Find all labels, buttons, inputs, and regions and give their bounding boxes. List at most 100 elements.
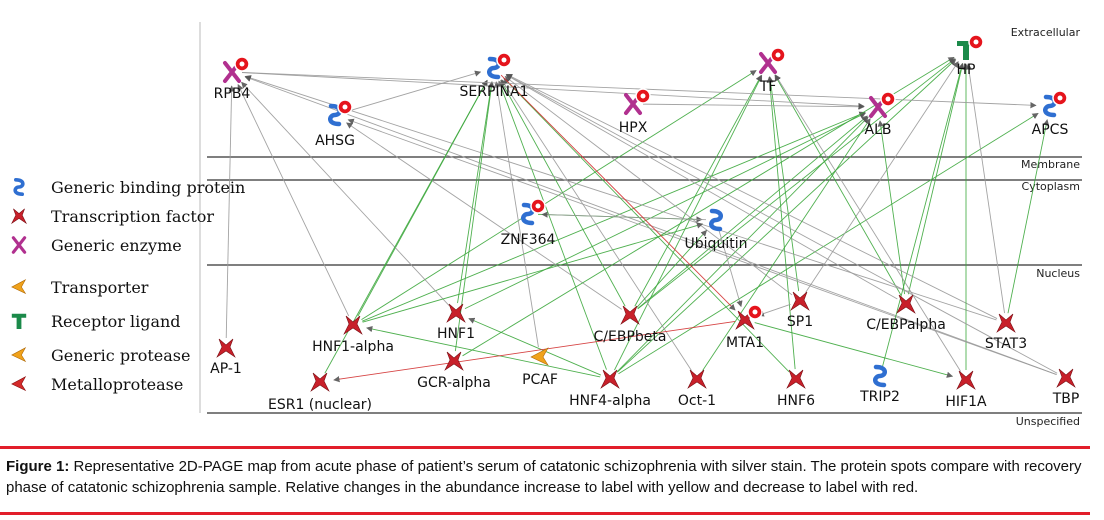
legend-item-transporter: Transporter [11, 278, 149, 297]
legend-tf-icon [11, 208, 27, 225]
edge-SP1-SERPINA1 [504, 76, 793, 296]
node-tf[interactable]: TF [759, 47, 786, 95]
node-label: ALB [865, 122, 892, 138]
node-ubiquitin[interactable]: Ubiquitin [685, 208, 748, 252]
edge-SP1-HP [805, 61, 959, 293]
node-ap1[interactable]: AP-1 [210, 338, 242, 377]
node-stat3[interactable]: STAT3 [985, 313, 1027, 352]
edge-TBP-AHSG [347, 118, 1057, 376]
node-oct1-tf-icon [687, 369, 707, 389]
node-label: HNF6 [777, 393, 815, 409]
node-label: AHSG [315, 133, 355, 149]
edge-Oct1-SERPINA1 [501, 79, 692, 371]
edge-HNF4alpha-HNF1alpha [366, 325, 601, 378]
marker-dot [501, 57, 507, 63]
node-hp[interactable]: HP [957, 34, 984, 78]
node-label: HNF1-alpha [312, 339, 394, 355]
node-label: ESR1 (nuclear) [268, 397, 372, 413]
marker-dot [1057, 95, 1063, 101]
node-hif1a[interactable]: HIF1A [945, 370, 987, 410]
network-diagram: ExtracellularMembraneCytoplasmNucleusUns… [11, 22, 1082, 428]
node-rpb4[interactable]: RPB4 [214, 56, 251, 102]
node-gcralpha-tf-icon [444, 351, 464, 371]
node-stat3-tf-icon [996, 313, 1016, 333]
node-label: SERPINA1 [460, 84, 529, 100]
layer-label-unspecified: Unspecified [1016, 415, 1080, 428]
node-label: APCS [1032, 122, 1069, 138]
legend-item-ligand: Receptor ligand [11, 312, 181, 331]
legend-label: Metalloprotease [51, 375, 183, 394]
node-apcs[interactable]: APCS [1032, 90, 1069, 138]
node-pcaf[interactable]: PCAF [522, 347, 558, 388]
node-hnf1alpha-tf-icon [343, 315, 363, 335]
node-mta1[interactable]: MTA1 [726, 304, 764, 351]
node-hpx[interactable]: HPX [619, 88, 651, 136]
node-cebpbeta[interactable]: C/EBPbeta [594, 305, 667, 345]
edge-CEBPbeta-AHSG [346, 122, 622, 310]
node-sp1[interactable]: SP1 [787, 291, 813, 330]
edge-Ubiquitin-ZNF364 [541, 211, 707, 221]
marker-dot [342, 104, 348, 110]
node-cebpalpha[interactable]: C/EBPalpha [866, 294, 946, 333]
edge-RPB4-APCS [241, 71, 1037, 109]
node-ahsg[interactable]: AHSG [315, 99, 355, 149]
edge-CEBPalpha-SERPINA1 [505, 74, 898, 300]
edge-HNF1alpha-RPB4 [237, 84, 350, 317]
edge-MTA1-ESR1 [333, 320, 736, 383]
node-label: HIF1A [945, 394, 987, 410]
edge-CEBPalpha-TF [774, 74, 902, 296]
edge-GCRalpha-HP [462, 56, 955, 357]
node-gcralpha[interactable]: GCR-alpha [417, 351, 491, 391]
node-hnf1-tf-icon [446, 303, 466, 323]
edge-MTA1-HIF1A [754, 322, 954, 378]
legend-enzyme-icon [11, 236, 27, 254]
legend-label: Generic binding protein [51, 178, 245, 197]
legend-item-enzyme: Generic enzyme [11, 236, 182, 255]
edge-CEBPbeta-HP [637, 58, 956, 310]
node-trip2-binding-icon [873, 364, 887, 388]
edge-SP1-MTA1 [757, 303, 791, 317]
legend-transporter-icon [11, 279, 27, 295]
edge-CEBPbeta-ALB [637, 115, 868, 309]
node-esr1[interactable]: ESR1 (nuclear) [268, 372, 372, 413]
node-tbp-tf-icon [1056, 368, 1076, 388]
edge-GCRalpha-SERPINA1 [454, 81, 495, 352]
edge-HNF4alpha-TF [614, 74, 763, 371]
node-label: SP1 [787, 314, 813, 330]
node-tbp[interactable]: TBP [1052, 368, 1080, 407]
edge-HNF1-RPB4 [241, 81, 450, 306]
node-cebpbeta-tf-icon [620, 305, 640, 325]
caption-rule-top [0, 446, 1090, 449]
node-hnf1alpha[interactable]: HNF1-alpha [312, 315, 394, 355]
edge-HPX-ALB [642, 103, 865, 110]
node-znf364[interactable]: ZNF364 [501, 198, 556, 248]
layer-label-cytoplasm: Cytoplasm [1022, 180, 1080, 193]
node-alb[interactable]: ALB [865, 91, 896, 138]
edge-HNF4alpha-HNF1 [468, 317, 601, 376]
edge-HNF4alpha-SERPINA1 [497, 80, 607, 370]
marker-dot [973, 39, 979, 45]
node-serpina1[interactable]: SERPINA1 [460, 52, 529, 100]
edge-Ubiquitin-MTA1 [718, 229, 743, 308]
node-hnf6[interactable]: HNF6 [777, 369, 815, 409]
node-label: AP-1 [210, 361, 242, 377]
node-hnf1[interactable]: HNF1 [437, 303, 475, 342]
legend-label: Transporter [51, 278, 149, 297]
legend-label: Generic protease [51, 346, 190, 365]
legend-protease-icon [11, 347, 27, 363]
node-hnf4alpha[interactable]: HNF4-alpha [569, 369, 651, 409]
node-oct1[interactable]: Oct-1 [678, 369, 716, 409]
layer-label-membrane: Membrane [1021, 158, 1080, 171]
figure-caption-block: Figure 1: Representative 2D-PAGE map fro… [0, 446, 1104, 520]
node-label: Oct-1 [678, 393, 716, 409]
marker-dot [885, 96, 891, 102]
edge-Oct1-ALB [702, 118, 871, 371]
legend-item-binding: Generic binding protein [13, 178, 245, 197]
edge-TBP-SERPINA1 [505, 74, 1058, 374]
figure-caption: Figure 1: Representative 2D-PAGE map fro… [6, 456, 1086, 498]
edge-STAT3-HP [965, 63, 1005, 314]
layer-label-extracellular: Extracellular [1011, 26, 1081, 39]
node-ubiquitin-binding-icon [709, 208, 723, 232]
node-trip2[interactable]: TRIP2 [859, 364, 900, 405]
